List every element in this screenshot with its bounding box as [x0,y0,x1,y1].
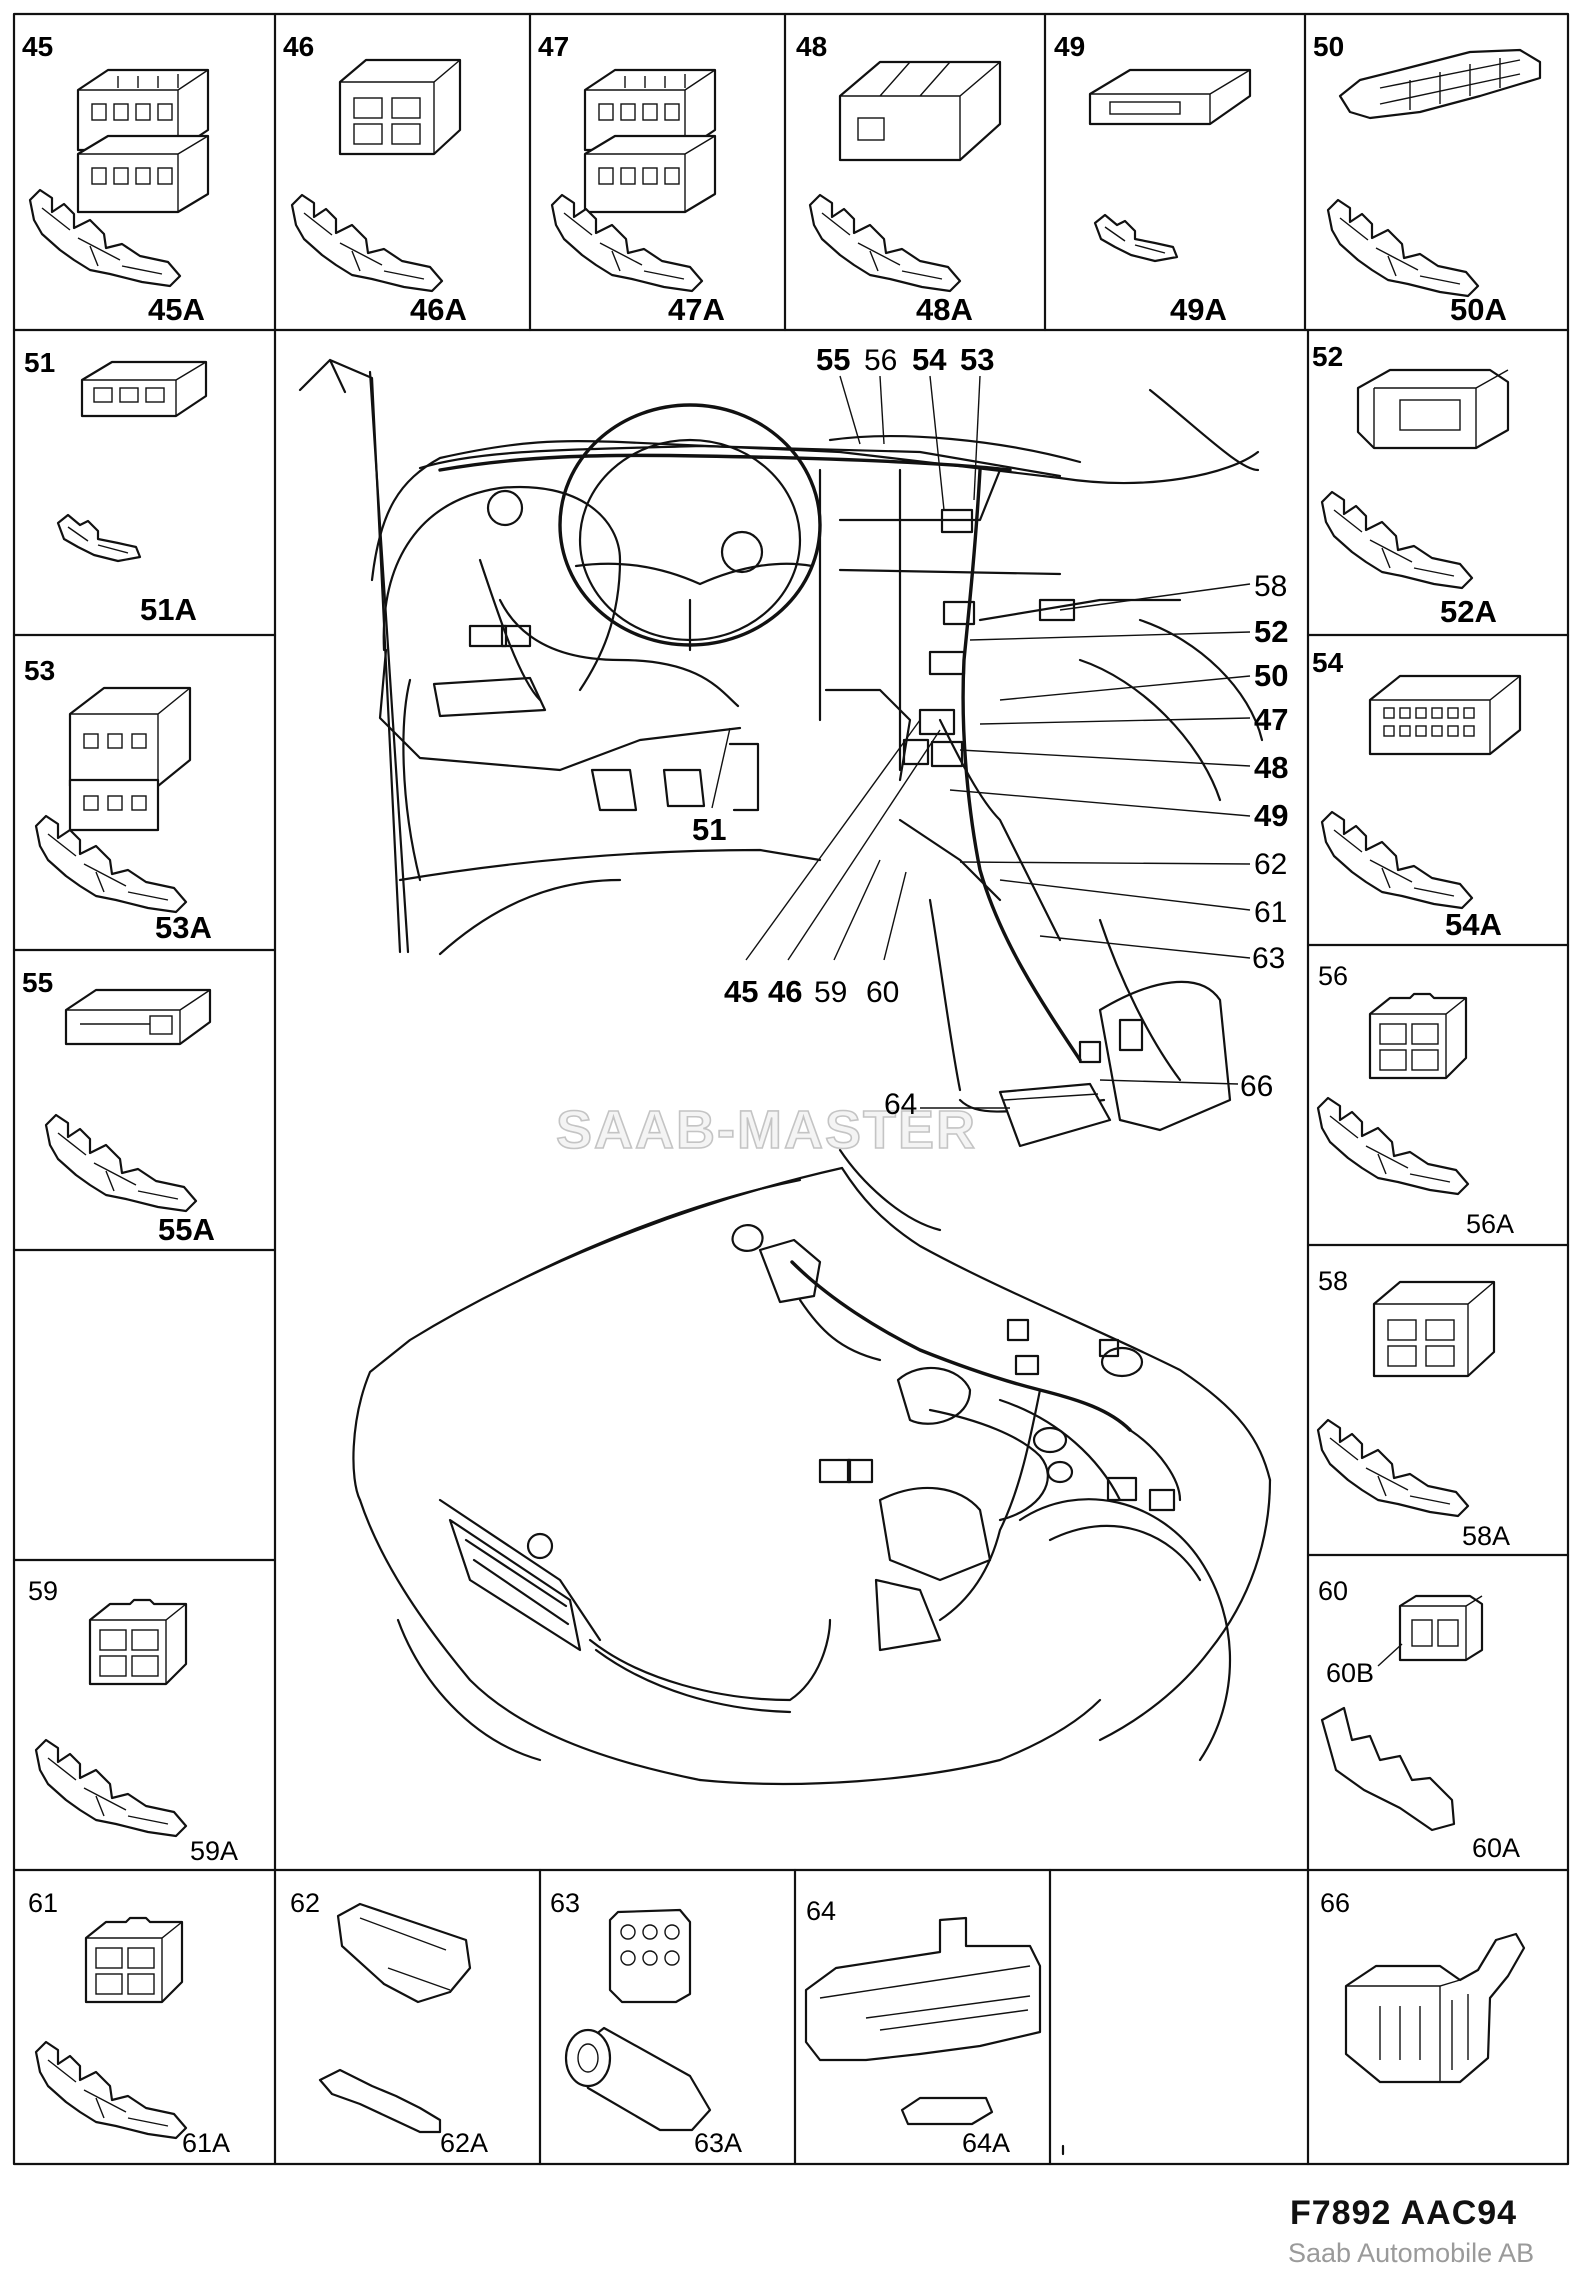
cell-49-drawing [1088,68,1252,263]
cell-51-drawing [56,360,208,563]
cell-55a-label: 55A [158,1212,215,1247]
callout-59: 59 [814,976,847,1009]
cell-55-label: 55 [22,967,53,998]
cell-64-drawing [804,1916,1042,2126]
cell-54a-label: 54A [1445,907,1502,942]
cell-52a-label: 52A [1440,594,1497,629]
callout-49: 49 [1254,798,1288,833]
cell-52-drawing [1320,368,1510,590]
cell-54-label: 54 [1312,647,1344,678]
cell-61-label: 61 [28,1888,58,1918]
company-name: Saab Automobile AB [1288,2238,1535,2268]
cell-62-drawing [318,1902,472,2134]
cell-55-drawing [44,988,212,1213]
cell-61a-label: 61A [182,2128,230,2158]
callout-60: 60 [866,976,899,1009]
cell-61-drawing [34,1916,188,2140]
cell-50-label: 50 [1313,31,1344,62]
callout-58: 58 [1254,570,1287,603]
top-row-labels: 45 45A 46 46A 47 47A 48 48A 49 49A 50 50… [22,31,1507,327]
cell-51-label: 51 [24,347,55,378]
cell-63a-label: 63A [694,2128,742,2158]
callout-66: 66 [1240,1070,1273,1103]
central-illustration [298,358,1272,1786]
cell-63-label: 63 [550,1888,580,1918]
callout-63: 63 [1252,942,1285,975]
cell-45a-label: 45A [148,292,205,327]
callout-51: 51 [692,812,726,847]
cell-63-drawing [564,1908,712,2132]
bottom-row-labels: 61 61A 62 62A 63 63A 64 64A 66 [28,1888,1350,2158]
cell-53a-label: 53A [155,910,212,945]
cell-49a-label: 49A [1170,292,1227,327]
cell-48-drawing [808,60,1002,293]
cell-45-drawing [28,68,210,288]
cell-56-drawing [1316,992,1470,1196]
figure-code: F7892 AAC94 [1290,2194,1518,2232]
cell-45-label: 45 [22,31,53,62]
callout-47: 47 [1254,702,1288,737]
callout-55: 55 [816,342,850,377]
cell-47-label: 47 [538,31,569,62]
cell-48a-label: 48A [916,292,973,327]
callout-52: 52 [1254,614,1288,649]
cell-66-label: 66 [1320,1888,1350,1918]
callout-56: 56 [864,344,897,377]
cell-60a-label: 60A [1472,1833,1520,1863]
callout-46: 46 [768,974,802,1009]
cell-58a-label: 58A [1462,1521,1510,1551]
cell-49-label: 49 [1054,31,1085,62]
cell-50-drawing [1326,48,1542,298]
cell-59-drawing [34,1598,188,1838]
cell-53-label: 53 [24,655,55,686]
cell-46-label: 46 [283,31,314,62]
callout-45: 45 [724,974,758,1009]
cell-59a-label: 59A [190,1836,238,1866]
cell-66-drawing [1344,1932,1526,2084]
cell-56a-label: 56A [1466,1209,1514,1239]
cell-62-label: 62 [290,1888,320,1918]
grid-frame [12,12,1570,2166]
cell-47-drawing [550,68,717,293]
cell-64-label: 64 [806,1896,836,1926]
callout-61: 61 [1254,896,1287,929]
callout-48: 48 [1254,750,1288,785]
callout-54: 54 [912,342,947,377]
cell-58-label: 58 [1318,1266,1348,1296]
cell-64a-label: 64A [962,2128,1010,2158]
cell-59-label: 59 [28,1576,58,1606]
leader-lines [711,375,1251,1109]
callout-64: 64 [884,1088,917,1121]
right-column-labels: 52 52A 54 54A 56 56A 58 58A 60 60B 60A [1312,341,1520,1863]
cell-47a-label: 47A [668,292,725,327]
callout-50: 50 [1254,658,1288,693]
cell-46-drawing [290,58,462,293]
watermark: SAAB-MASTER [556,1100,977,1160]
callouts: 55 56 54 53 58 52 50 47 48 49 62 61 63 6… [692,342,1288,1121]
cell-60b-label: 60B [1326,1658,1374,1688]
cell-58-drawing [1316,1280,1496,1518]
cell-50a-label: 50A [1450,292,1507,327]
cell-60-drawing [1320,1594,1484,1832]
callout-62: 62 [1254,848,1287,881]
callout-53: 53 [960,342,994,377]
cell-56-label: 56 [1318,961,1348,991]
cell-51a-label: 51A [140,592,197,627]
cell-53-drawing [34,686,192,914]
cell-52-label: 52 [1312,341,1343,372]
cell-48-label: 48 [796,31,827,62]
left-column-labels: 51 51A 53 53A 55 55A 59 59A [22,347,238,1866]
cell-60-label: 60 [1318,1576,1348,1606]
cell-62a-label: 62A [440,2128,488,2158]
cell-46a-label: 46A [410,292,467,327]
cell-54-drawing [1320,674,1522,910]
